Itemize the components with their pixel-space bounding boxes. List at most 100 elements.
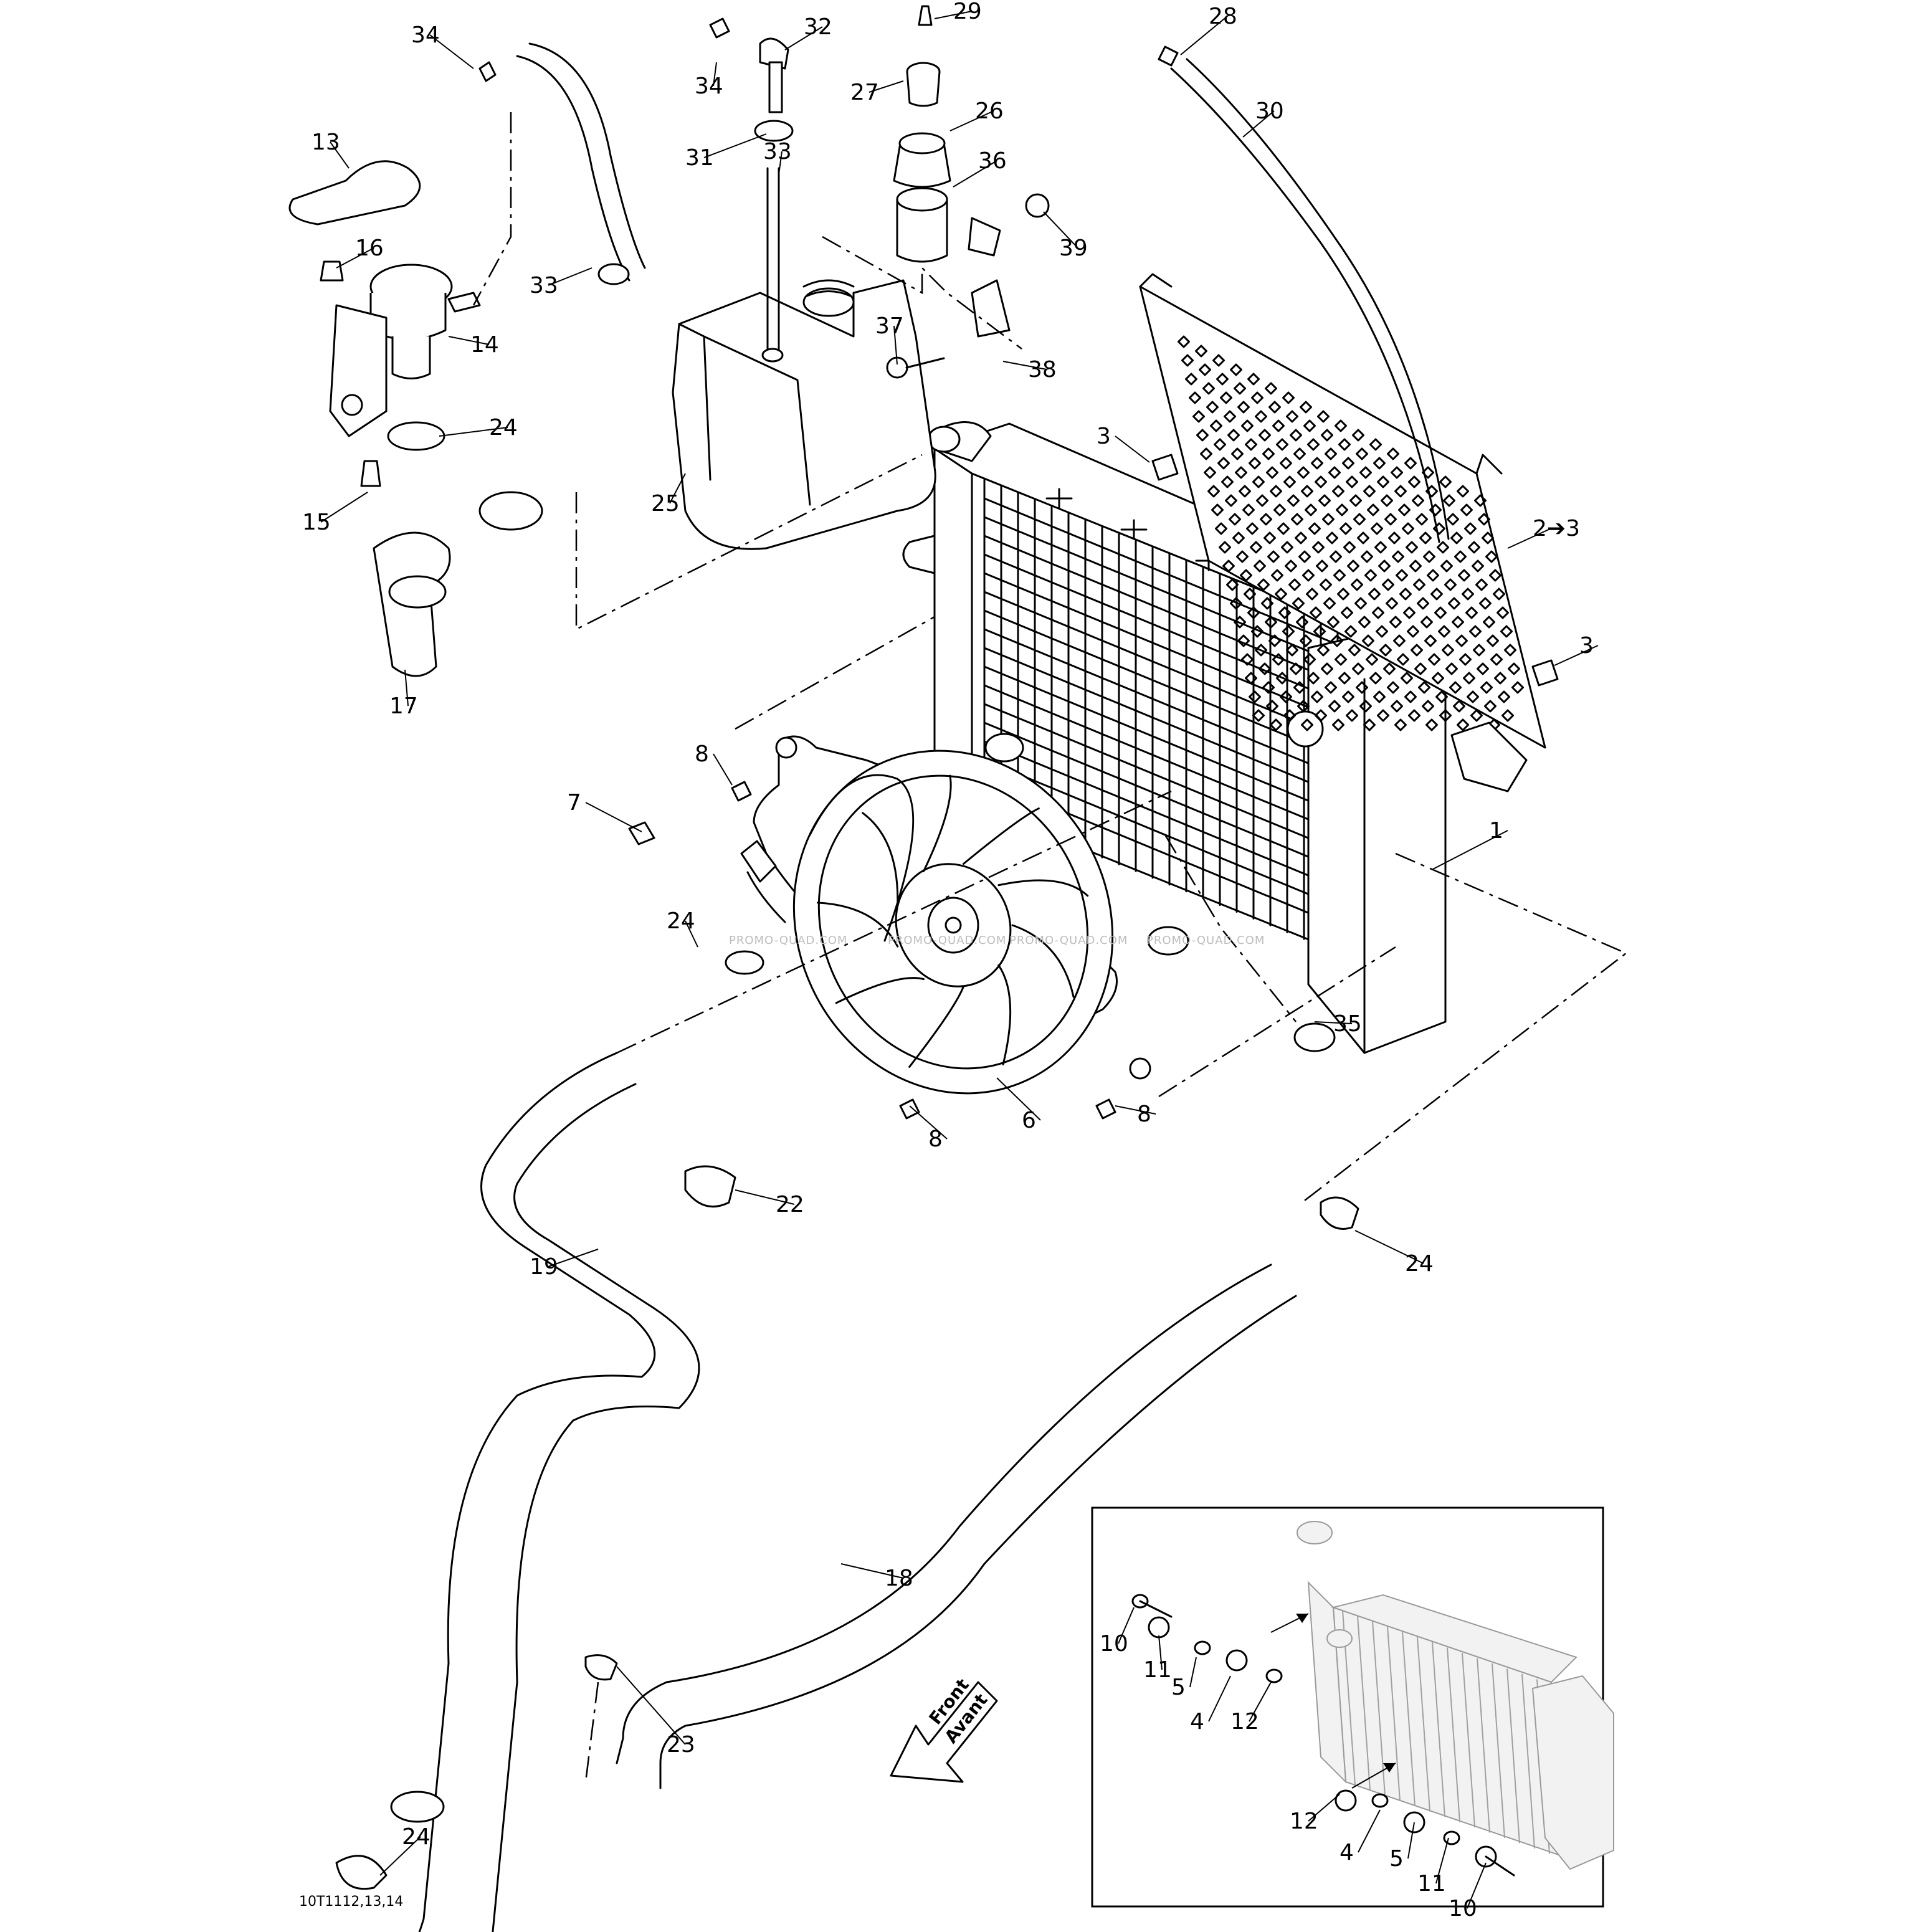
leader-i11a <box>1158 1635 1163 1670</box>
leader-c18 <box>840 1563 904 1579</box>
callout-c8a: 8 <box>695 741 709 767</box>
callout-c1: 1 <box>1489 818 1503 844</box>
callout-c36: 36 <box>978 148 1007 174</box>
callout-i10b: 10 <box>1449 1896 1477 1921</box>
callout-c8b: 8 <box>928 1126 943 1152</box>
leader-c34a <box>429 34 474 69</box>
leader-c28 <box>1180 16 1228 55</box>
leader-lines <box>320 11 1599 1909</box>
callout-c18: 18 <box>885 1566 913 1591</box>
callout-c26: 26 <box>975 98 1004 124</box>
callout-i12a: 12 <box>1230 1709 1259 1735</box>
callout-c8c: 8 <box>1137 1102 1151 1127</box>
radiator-grille-part <box>1139 273 1546 792</box>
callout-c24c: 24 <box>1405 1251 1434 1277</box>
leader-c39 <box>1043 211 1078 249</box>
cooling-fan-part <box>740 735 1151 1095</box>
callout-c13: 13 <box>312 130 340 155</box>
diagram-id-code: 10T1112,13,14 <box>299 1894 404 1910</box>
callout-c22: 22 <box>776 1192 804 1217</box>
leader-c24d <box>379 1836 421 1876</box>
leader-i10b <box>1467 1862 1487 1909</box>
leader-c24a <box>439 427 508 437</box>
watermark-3: PROMO-QUAD.COM <box>1009 934 1128 947</box>
leader-i11b <box>1435 1837 1449 1884</box>
leader-c8a <box>713 753 733 786</box>
callout-i11a: 11 <box>1143 1657 1172 1683</box>
callout-c3a: 3 <box>1097 424 1111 449</box>
callout-c16: 16 <box>355 236 384 261</box>
callout-i4b: 4 <box>1340 1840 1354 1865</box>
callout-c6: 6 <box>1022 1108 1036 1133</box>
watermark-4: PROMO-QUAD.COM <box>1146 934 1265 947</box>
callout-c25: 25 <box>651 491 680 516</box>
mounting-detail-inset <box>1091 1506 1614 1908</box>
callout-c14: 14 <box>470 332 499 358</box>
callout-c2: 2➔3 <box>1533 516 1580 541</box>
front-arrow-indicator: Front Avant <box>890 1675 998 1783</box>
leader-c32 <box>784 26 823 50</box>
leader-c2 <box>1507 528 1552 549</box>
callout-c33b: 33 <box>530 273 558 298</box>
leader-c24b <box>685 920 698 948</box>
assembly-lines <box>472 112 1628 1782</box>
leader-c13 <box>330 141 350 169</box>
callout-c7: 7 <box>567 790 581 816</box>
leader-i5a <box>1189 1657 1197 1688</box>
callout-c29: 29 <box>953 0 982 24</box>
leader-c8b <box>909 1105 948 1140</box>
leader-c29 <box>934 11 973 19</box>
leader-c26 <box>949 110 994 131</box>
callout-c23: 23 <box>667 1732 695 1758</box>
leader-c16 <box>336 247 374 269</box>
leader-i12a <box>1249 1682 1272 1722</box>
leader-c3b <box>1554 645 1599 666</box>
leader-i12b <box>1308 1794 1340 1822</box>
callout-c3b: 3 <box>1579 633 1594 659</box>
leader-c38 <box>1002 361 1047 370</box>
leader-c25 <box>669 473 686 504</box>
callout-c27: 27 <box>850 80 879 105</box>
callout-c35: 35 <box>1333 1011 1362 1037</box>
callout-c34b: 34 <box>695 74 723 99</box>
callout-c15: 15 <box>302 510 331 535</box>
fittings <box>335 5 1559 1890</box>
leader-c14 <box>448 336 490 345</box>
callout-c34a: 34 <box>411 22 440 48</box>
callout-c30: 30 <box>1255 98 1284 124</box>
leader-c33a <box>778 151 783 175</box>
leader-c6 <box>996 1077 1041 1121</box>
leader-c36 <box>953 160 997 188</box>
leader-c1 <box>1432 830 1508 870</box>
callout-i11b: 11 <box>1417 1871 1446 1896</box>
hoses <box>390 42 1450 1932</box>
leader-c30 <box>1242 110 1275 138</box>
callout-i12b: 12 <box>1290 1809 1318 1834</box>
callout-c37: 37 <box>875 313 904 339</box>
leader-c24c <box>1354 1230 1424 1264</box>
callout-i5b: 5 <box>1389 1846 1404 1872</box>
leader-i4a <box>1208 1675 1231 1722</box>
leader-c37 <box>893 325 898 365</box>
callout-c24a: 24 <box>489 415 518 440</box>
watermark-1: PROMO-QUAD.COM <box>729 934 847 947</box>
callout-c32: 32 <box>804 14 832 40</box>
callout-i5a: 5 <box>1171 1675 1186 1700</box>
leader-c31 <box>703 133 767 158</box>
callout-c24d: 24 <box>402 1824 431 1850</box>
leader-c34b <box>713 62 717 87</box>
cap-and-clamp-parts <box>886 62 1050 379</box>
callout-c31: 31 <box>685 145 714 171</box>
leader-i4b <box>1358 1809 1381 1853</box>
leader-c35 <box>1314 1021 1353 1024</box>
callout-c38: 38 <box>1028 357 1057 383</box>
callout-c28: 28 <box>1209 4 1237 29</box>
callout-c17: 17 <box>389 693 418 719</box>
leader-c7 <box>585 802 642 832</box>
filler-neck-part <box>288 160 481 487</box>
callout-i10a: 10 <box>1100 1631 1128 1657</box>
watermark-2: PROMO-QUAD.COM <box>888 934 1006 947</box>
leader-c33b <box>548 267 592 286</box>
callout-c24b: 24 <box>667 908 695 934</box>
